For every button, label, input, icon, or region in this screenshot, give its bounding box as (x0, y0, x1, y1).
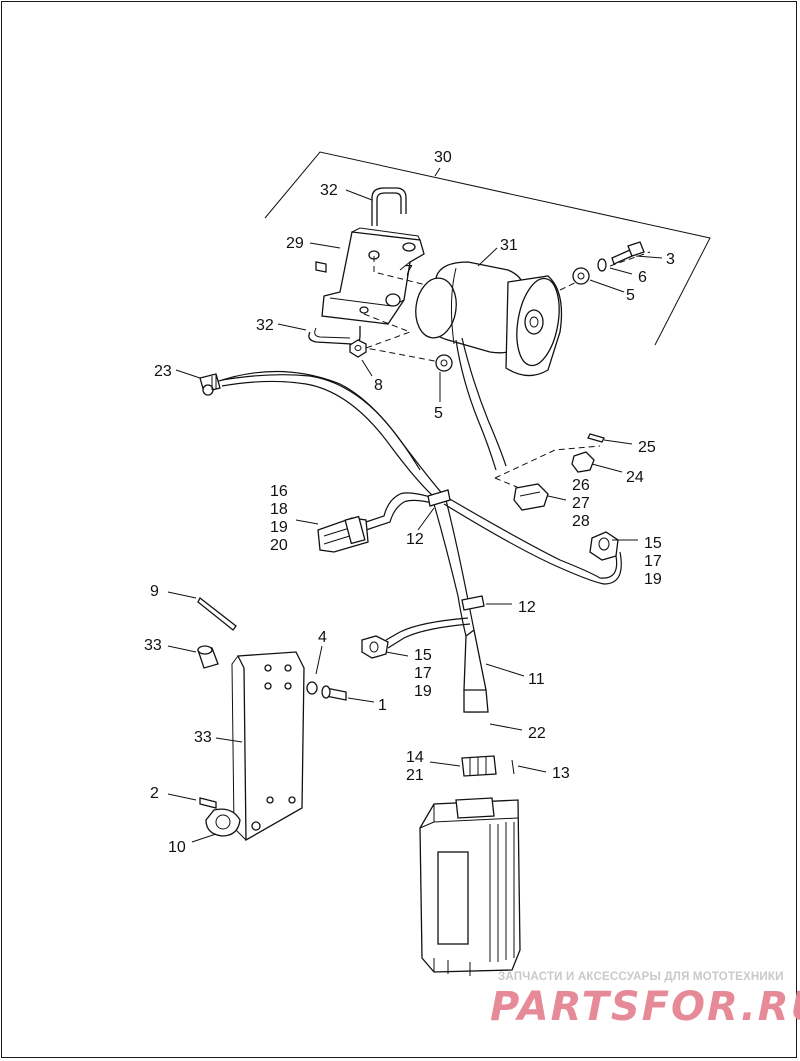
callout-11: 11 (528, 671, 545, 688)
leader-lines (167, 189, 663, 843)
watermark: ЗАПЧАСТИ И АКСЕССУАРЫ ДЛЯ МОТОТЕХНИКИ PA… (490, 971, 800, 1030)
callout-31: 31 (500, 237, 518, 254)
callout-4: 4 (318, 629, 327, 646)
callout-13: 13 (552, 765, 570, 782)
callout-18: 18 (270, 501, 288, 518)
callout-29: 29 (286, 235, 304, 252)
siren-module (419, 797, 521, 976)
spacer-33 (197, 645, 219, 669)
callout-19-left: 19 (270, 519, 288, 536)
callout-8: 8 (374, 377, 383, 394)
wiring-harness (215, 370, 622, 713)
callout-3: 3 (666, 251, 675, 268)
cable-clamps (427, 489, 485, 611)
callout-19-lower: 19 (414, 683, 432, 700)
callout-1: 1 (378, 697, 387, 714)
callout-21: 21 (406, 767, 424, 784)
callout-26: 26 (572, 477, 590, 494)
callout-7: 7 (404, 263, 413, 280)
callout-25: 25 (638, 439, 656, 456)
callout-23: 23 (154, 363, 172, 380)
callout-12-lower: 12 (518, 599, 536, 616)
callout-16: 16 (270, 483, 288, 500)
callout-9: 9 (150, 583, 159, 600)
callout-17-right: 17 (644, 553, 662, 570)
callout-5-lower: 5 (434, 405, 443, 422)
u-bolt-bottom (308, 326, 361, 345)
callout-22: 22 (528, 725, 546, 742)
mounting-plate (231, 651, 305, 842)
washer-lower (435, 354, 453, 372)
callout-labels: 30 32 29 31 7 3 6 5 32 8 23 5 25 24 26 2… (144, 149, 675, 856)
callout-12-upper: 12 (406, 531, 424, 548)
cable-strap (197, 597, 237, 631)
watermark-tagline: ЗАПЧАСТИ И АКСЕССУАРЫ ДЛЯ МОТОТЕХНИКИ (498, 971, 784, 983)
connector-23 (199, 373, 221, 396)
assembly-30-bracket (264, 151, 711, 346)
nut-8 (349, 339, 367, 358)
siren (415, 261, 563, 377)
callout-14: 14 (406, 749, 424, 766)
callout-24: 24 (626, 469, 644, 486)
callout-27: 27 (572, 495, 590, 512)
watermark-logo: PARTSFOR.RU (490, 984, 800, 1030)
callout-28: 28 (572, 513, 590, 530)
terminals-24-28 (513, 433, 605, 511)
callout-17-left: 17 (414, 665, 432, 682)
callout-33-plate: 33 (194, 729, 212, 746)
callout-20: 20 (270, 537, 288, 554)
callout-33-spacer: 33 (144, 637, 162, 654)
callout-10: 10 (168, 839, 186, 856)
callout-5-upper: 5 (626, 287, 635, 304)
callout-2: 2 (150, 785, 159, 802)
connector-15-left (361, 635, 389, 659)
u-bolt-top (371, 187, 407, 226)
callout-15-right: 15 (644, 535, 662, 552)
callout-32-bottom: 32 (256, 317, 274, 334)
callout-19-right: 19 (644, 571, 662, 588)
screw-washer (306, 681, 347, 701)
callout-30: 30 (434, 149, 452, 166)
siren-wires (455, 337, 507, 471)
callout-32-top: 32 (320, 182, 338, 199)
callout-15-left: 15 (414, 647, 432, 664)
bolt-washers (572, 241, 645, 285)
callout-6: 6 (638, 269, 647, 286)
connector-14-21 (461, 755, 515, 777)
screw-clamp (199, 797, 241, 837)
connector-16-20 (317, 515, 369, 553)
mounting-bracket (315, 227, 425, 325)
connector-15-right (589, 531, 619, 561)
